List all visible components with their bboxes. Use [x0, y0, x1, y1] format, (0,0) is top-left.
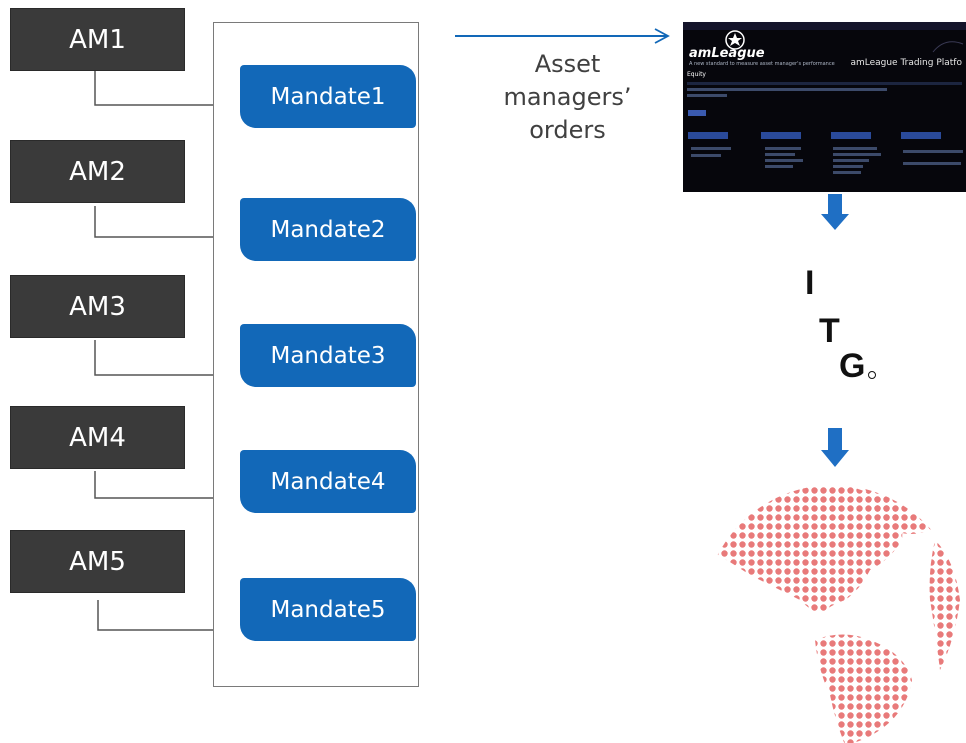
registered-mark-icon — [868, 371, 876, 379]
platform-button — [688, 110, 706, 116]
platform-row — [765, 159, 803, 162]
arrow-am1-mandate1 — [94, 71, 238, 112]
platform-row — [687, 82, 962, 85]
itg-letter: G — [839, 347, 865, 382]
caption-line: Asset — [534, 50, 601, 78]
platform-row — [765, 165, 793, 168]
down-arrow-itg-globe — [821, 428, 849, 467]
itg-letter: I — [805, 264, 814, 302]
platform-row — [833, 153, 881, 156]
asset-manager-box: AM5 — [10, 530, 185, 593]
arrow-am4-mandate4 — [94, 471, 238, 505]
platform-tab — [831, 132, 871, 139]
platform-row — [833, 147, 877, 150]
platform-row — [833, 159, 869, 162]
south-america — [815, 634, 912, 743]
platform-logo-text: amLeague — [689, 46, 765, 61]
platform-row — [687, 88, 887, 91]
mandate-box: Mandate1 — [240, 65, 416, 128]
itg-logo: I T G — [805, 264, 876, 382]
arrow-am5-mandate5 — [97, 600, 238, 637]
platform-row — [765, 153, 795, 156]
asset-manager-box: AM1 — [10, 8, 185, 71]
platform-section: Equity — [687, 71, 706, 78]
asset-manager-box: AM3 — [10, 275, 185, 338]
platform-row — [765, 147, 801, 150]
orders-caption: Asset managers’ orders — [495, 48, 640, 147]
platform-row — [833, 171, 861, 174]
platform-row — [903, 162, 961, 165]
platform-top-bar — [683, 22, 966, 30]
caption-line: managers’ — [503, 83, 632, 111]
down-arrow-platform-itg — [821, 194, 849, 230]
platform-row — [691, 154, 721, 157]
platform-row — [691, 147, 731, 150]
star-icon — [725, 30, 745, 50]
north-america — [705, 485, 903, 615]
platform-title: amLeague Trading Platfo — [850, 58, 962, 68]
asset-manager-box: AM2 — [10, 140, 185, 203]
mandate-box: Mandate4 — [240, 450, 416, 513]
mandate-box: Mandate5 — [240, 578, 416, 641]
platform-decor — [725, 30, 964, 53]
itg-letter: T — [819, 312, 840, 350]
platform-tab — [901, 132, 941, 139]
arrow-am3-mandate3 — [94, 340, 238, 382]
platform-row — [833, 165, 863, 168]
globe-dots — [705, 485, 960, 743]
mandate-box: Mandate3 — [240, 324, 416, 387]
platform-row — [687, 94, 727, 97]
platform-tab — [761, 132, 801, 139]
platform-tab — [688, 132, 728, 139]
platform-tagline: A new standard to measure asset manager'… — [689, 61, 835, 67]
caption-line: orders — [529, 116, 606, 144]
mandate-box: Mandate2 — [240, 198, 416, 261]
trading-platform-screenshot: amLeague A new standard to measure asset… — [683, 22, 966, 192]
arrow-am2-mandate2 — [94, 206, 238, 244]
platform-row — [903, 150, 963, 153]
asset-manager-box: AM4 — [10, 406, 185, 469]
europe-edge — [929, 540, 960, 670]
